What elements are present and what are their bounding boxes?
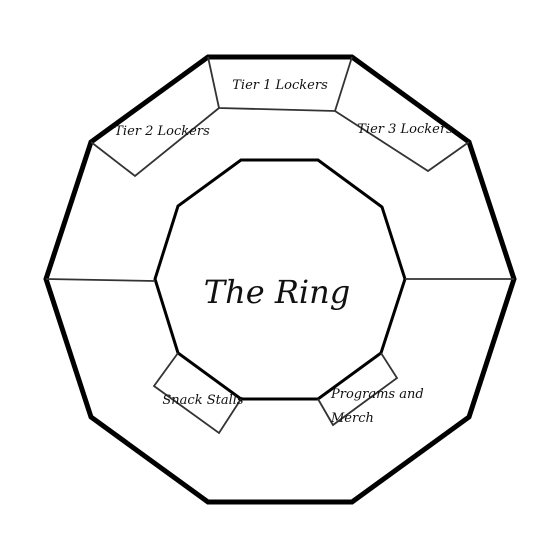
snack-stalls-label: Snack Stalls bbox=[162, 393, 244, 408]
tier-3-lockers-label: Tier 3 Lockers bbox=[357, 122, 453, 137]
tier-3-lockers-section[interactable] bbox=[334, 110, 470, 173]
tier-2-lockers-section[interactable] bbox=[90, 107, 220, 178]
outer-wall bbox=[43, 54, 517, 505]
tier-1-lockers-section[interactable] bbox=[207, 56, 353, 112]
programs-and-merch-section[interactable] bbox=[317, 352, 399, 427]
tier-1-lockers-label: Tier 1 Lockers bbox=[232, 78, 328, 93]
tier-2-lockers-label: Tier 2 Lockers bbox=[114, 124, 210, 139]
ring-label: The Ring bbox=[204, 273, 350, 311]
programs-and-merch-label-line2: Merch bbox=[330, 411, 374, 426]
programs-and-merch-label-line1: Programs and bbox=[330, 387, 424, 402]
snack-stalls-section[interactable] bbox=[152, 352, 242, 435]
left-divider bbox=[45, 278, 156, 282]
